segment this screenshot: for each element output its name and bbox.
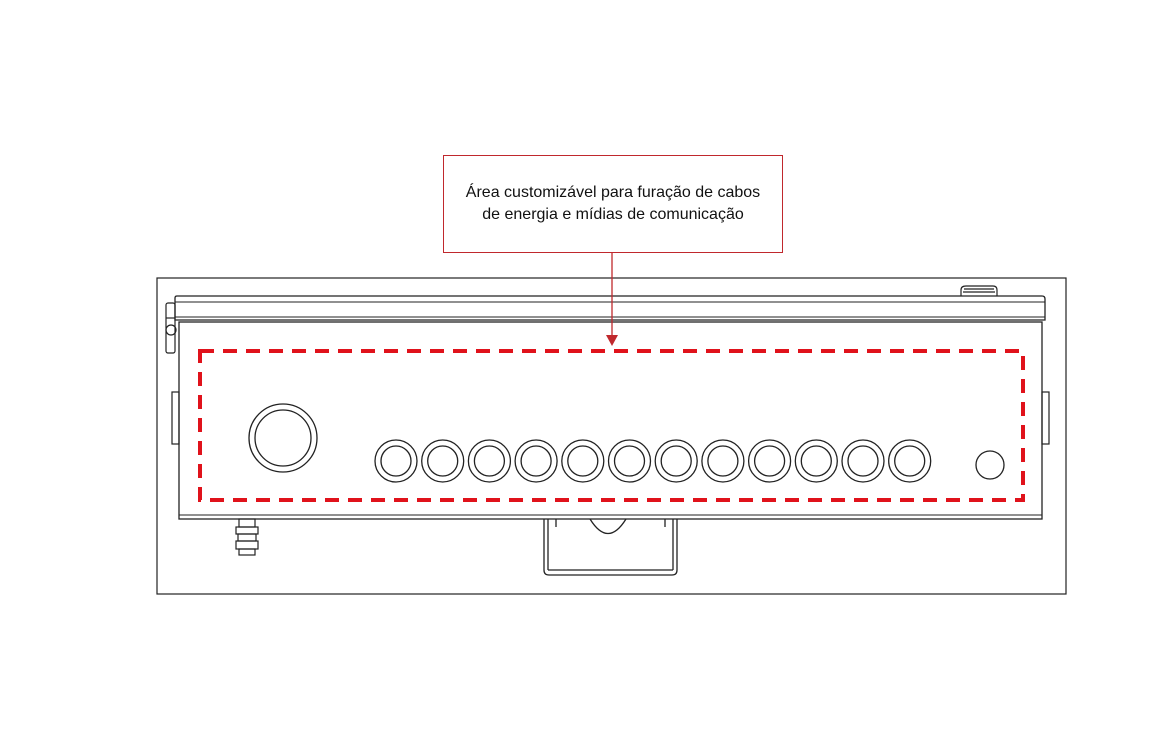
cable-hole-icon xyxy=(421,439,465,483)
callout-text: Área customizável para furação de cabos … xyxy=(465,184,761,223)
cable-hole-icon xyxy=(888,439,932,483)
cable-hole-icon xyxy=(514,439,558,483)
callout-arrow xyxy=(606,253,618,346)
cable-hole-icon xyxy=(701,439,745,483)
enclosure-lid xyxy=(174,295,1046,321)
cable-gland xyxy=(235,518,259,556)
cable-hole-row xyxy=(374,439,932,483)
cable-hole-icon xyxy=(374,439,418,483)
small-hole-icon xyxy=(975,450,1005,480)
cable-hole-icon xyxy=(747,439,792,483)
right-bracket xyxy=(1041,391,1050,445)
callout-box: Área customizável para furação de cabos … xyxy=(443,155,783,253)
cable-hole-icon xyxy=(841,439,885,483)
left-hinge xyxy=(165,302,180,445)
customizable-area-highlight xyxy=(198,349,1025,502)
enclosure-body xyxy=(178,321,1043,520)
cable-hole-icon xyxy=(607,439,652,483)
cable-hole-icon xyxy=(794,439,838,483)
lid-knob xyxy=(960,285,998,296)
bottom-mount xyxy=(543,518,678,576)
cable-hole-icon xyxy=(654,439,698,483)
large-hole-icon xyxy=(248,403,318,473)
cable-hole-icon xyxy=(561,439,605,483)
cable-hole-icon xyxy=(467,439,512,483)
